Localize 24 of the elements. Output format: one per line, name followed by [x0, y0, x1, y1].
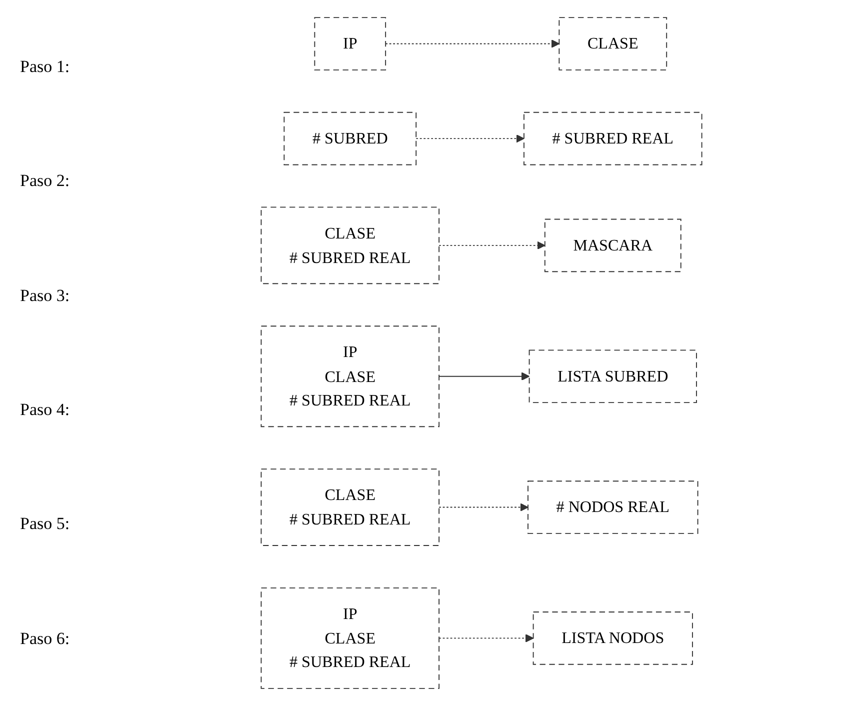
step-label: Paso 5: [20, 514, 71, 534]
step-label: Paso 1: [20, 57, 71, 78]
node-box: LISTA SUBRED [528, 350, 697, 404]
node-box: CLASE # SUBRED REAL [260, 206, 440, 284]
node-box: CLASE [558, 17, 668, 70]
node-box: # SUBRED [284, 112, 417, 166]
node-box: IP CLASE # SUBRED REAL [260, 326, 440, 428]
arrow [438, 503, 528, 512]
node-box: MASCARA [544, 218, 682, 272]
arrow [438, 372, 530, 380]
arrow [438, 241, 546, 250]
step-label: Paso 6: [20, 628, 71, 649]
step-label: Paso 4: [20, 400, 71, 420]
node-box: IP CLASE # SUBRED REAL [260, 587, 440, 689]
step-label: Paso 3: [20, 286, 71, 306]
node-box: CLASE # SUBRED REAL [260, 468, 440, 546]
node-box: # NODOS REAL [528, 480, 698, 534]
step-label: Paso 2: [20, 171, 71, 192]
arrow [385, 40, 560, 48]
node-box: IP [314, 17, 386, 70]
arrow [438, 634, 534, 642]
arrow [416, 134, 524, 143]
node-box: LISTA NODOS [532, 612, 693, 665]
node-box: # SUBRED REAL [523, 112, 702, 166]
